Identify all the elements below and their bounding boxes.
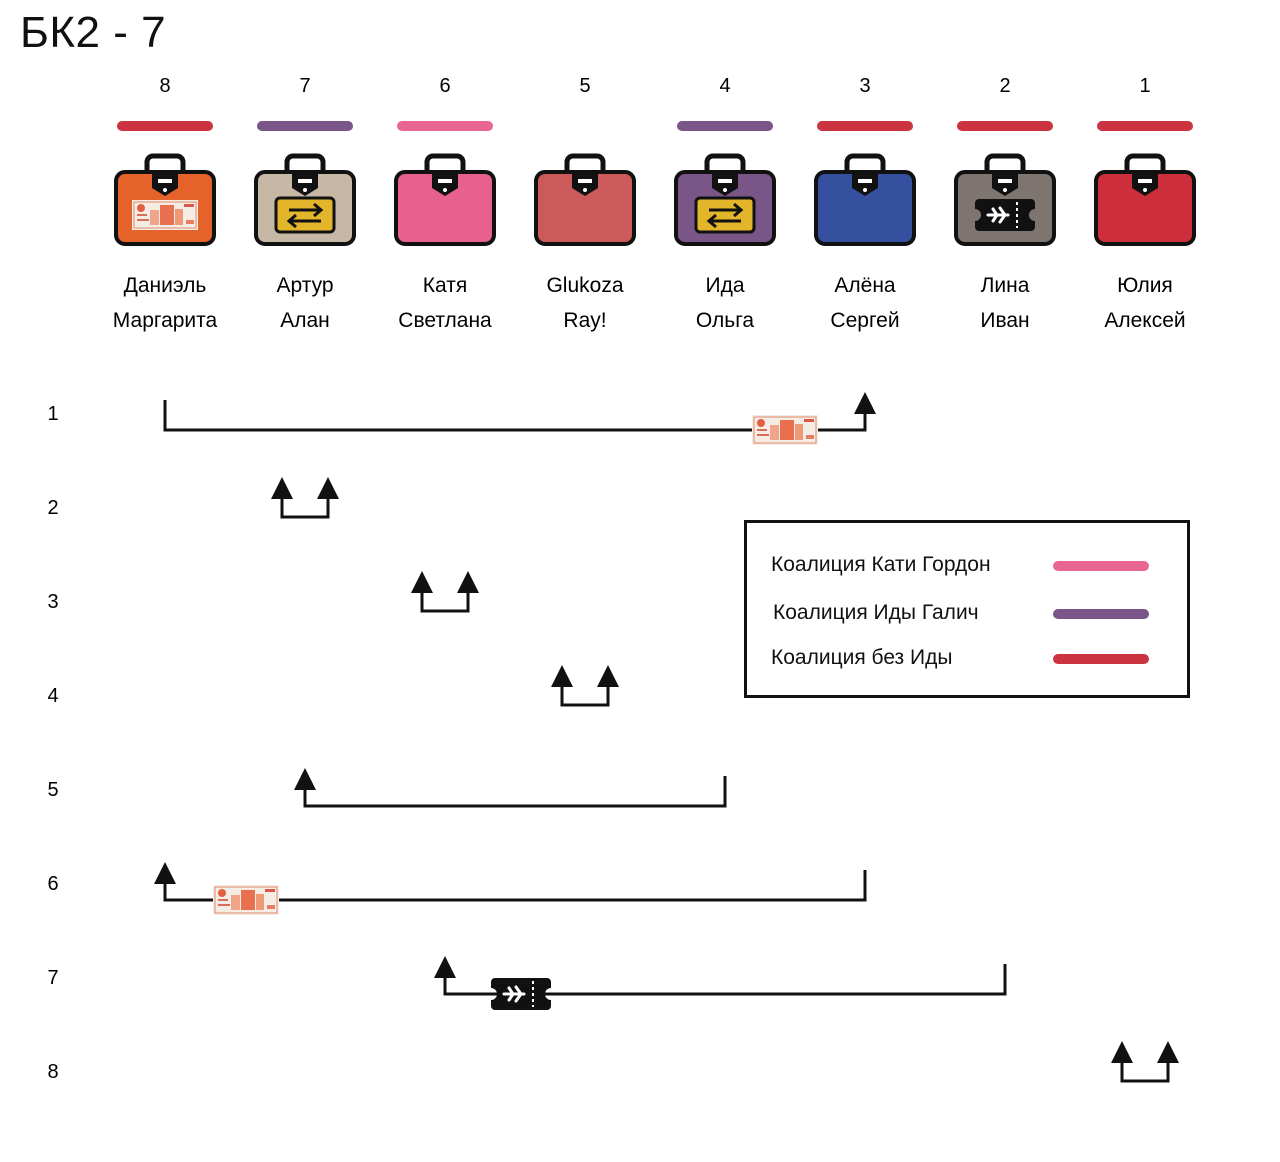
player-name: Алексей (1104, 309, 1185, 332)
round-4: 4 (47, 665, 619, 707)
arrow-head (154, 862, 176, 884)
round-number: 3 (47, 591, 58, 613)
case-number: 1 (1139, 75, 1150, 97)
round-number: 7 (47, 967, 58, 989)
player-name: Артур (276, 274, 333, 297)
player-name: Катя (423, 274, 467, 297)
round-5: 5 (47, 768, 727, 808)
case-number: 4 (719, 75, 730, 97)
legend-label: Коалиция Иды Галич (773, 601, 979, 624)
player-name: Даниэль (124, 274, 207, 297)
exchange-connector (303, 776, 727, 808)
suitcase-icon (954, 153, 1056, 246)
round-number: 5 (47, 779, 58, 801)
round-number: 8 (47, 1061, 58, 1083)
player-name: Светлана (398, 309, 492, 332)
legend-swatch (1053, 561, 1149, 571)
player-name: Алан (280, 309, 330, 332)
player-name: Glukoza (546, 274, 623, 297)
suitcase-icon (814, 153, 916, 246)
money-icon (212, 884, 280, 916)
money-icon (131, 199, 199, 231)
round-1: 1 (47, 392, 876, 446)
player-name: Юлия (1117, 274, 1173, 297)
round-3: 3 (47, 571, 479, 613)
case-number: 8 (159, 75, 170, 97)
player-name: Маргарита (113, 309, 218, 332)
round-number: 2 (47, 497, 58, 519)
suitcase-icon (534, 153, 636, 246)
player-name: Лина (981, 274, 1030, 297)
round-6: 6 (47, 862, 867, 916)
swap-icon (694, 196, 756, 234)
arrow-head (317, 477, 339, 499)
legend-swatch (1053, 609, 1149, 619)
case-number: 5 (579, 75, 590, 97)
player-name: Ольга (696, 309, 754, 332)
suitcase-icon (394, 153, 496, 246)
arrow-head (294, 768, 316, 790)
legend-item-no-ida: Коалиция без Иды (747, 643, 1187, 673)
player-name: Ray! (563, 309, 606, 332)
suitcase-icon (254, 153, 356, 246)
case-number: 7 (299, 75, 310, 97)
legend-item-ida: Коалиция Иды Галич (747, 598, 1187, 628)
arrow-head (551, 665, 573, 687)
suitcase-icon (674, 153, 776, 246)
arrow-head (1157, 1041, 1179, 1063)
ticket-icon (973, 197, 1037, 233)
player-name: Иван (980, 309, 1029, 332)
swap-connector (1120, 1061, 1170, 1083)
player-name: Ида (705, 274, 744, 297)
suitcase-icon (1094, 153, 1196, 246)
player-name: Алёна (834, 274, 896, 297)
legend-item-katya: Коалиция Кати Гордон (747, 550, 1187, 580)
round-number: 1 (47, 403, 58, 425)
case-number: 2 (999, 75, 1010, 97)
legend-swatch (1053, 654, 1149, 664)
arrow-head (411, 571, 433, 593)
arrow-head (1111, 1041, 1133, 1063)
arrow-head (597, 665, 619, 687)
legend-box: Коалиция Кати Гордон Коалиция Иды Галич … (744, 520, 1190, 698)
round-7: 7 (47, 956, 1007, 1012)
arrow-head (271, 477, 293, 499)
case-number: 3 (859, 75, 870, 97)
arrow-head (854, 392, 876, 414)
case-number: 6 (439, 75, 450, 97)
legend-label: Коалиция без Иды (771, 646, 953, 669)
swap-connector (280, 497, 330, 519)
round-2: 2 (47, 477, 339, 519)
suitcase-icon (114, 153, 216, 246)
legend-label: Коалиция Кати Гордон (771, 553, 991, 576)
ticket-icon (489, 976, 553, 1012)
player-name: Сергей (830, 309, 899, 332)
arrow-head (434, 956, 456, 978)
swap-connector (560, 685, 610, 707)
arrow-head (457, 571, 479, 593)
money-icon (751, 414, 819, 446)
round-number: 6 (47, 873, 58, 895)
swap-icon (274, 196, 336, 234)
swap-connector (420, 591, 470, 613)
diagram-title: БК2 - 7 (20, 8, 167, 57)
round-number: 4 (47, 685, 58, 707)
round-8: 8 (47, 1041, 1179, 1083)
